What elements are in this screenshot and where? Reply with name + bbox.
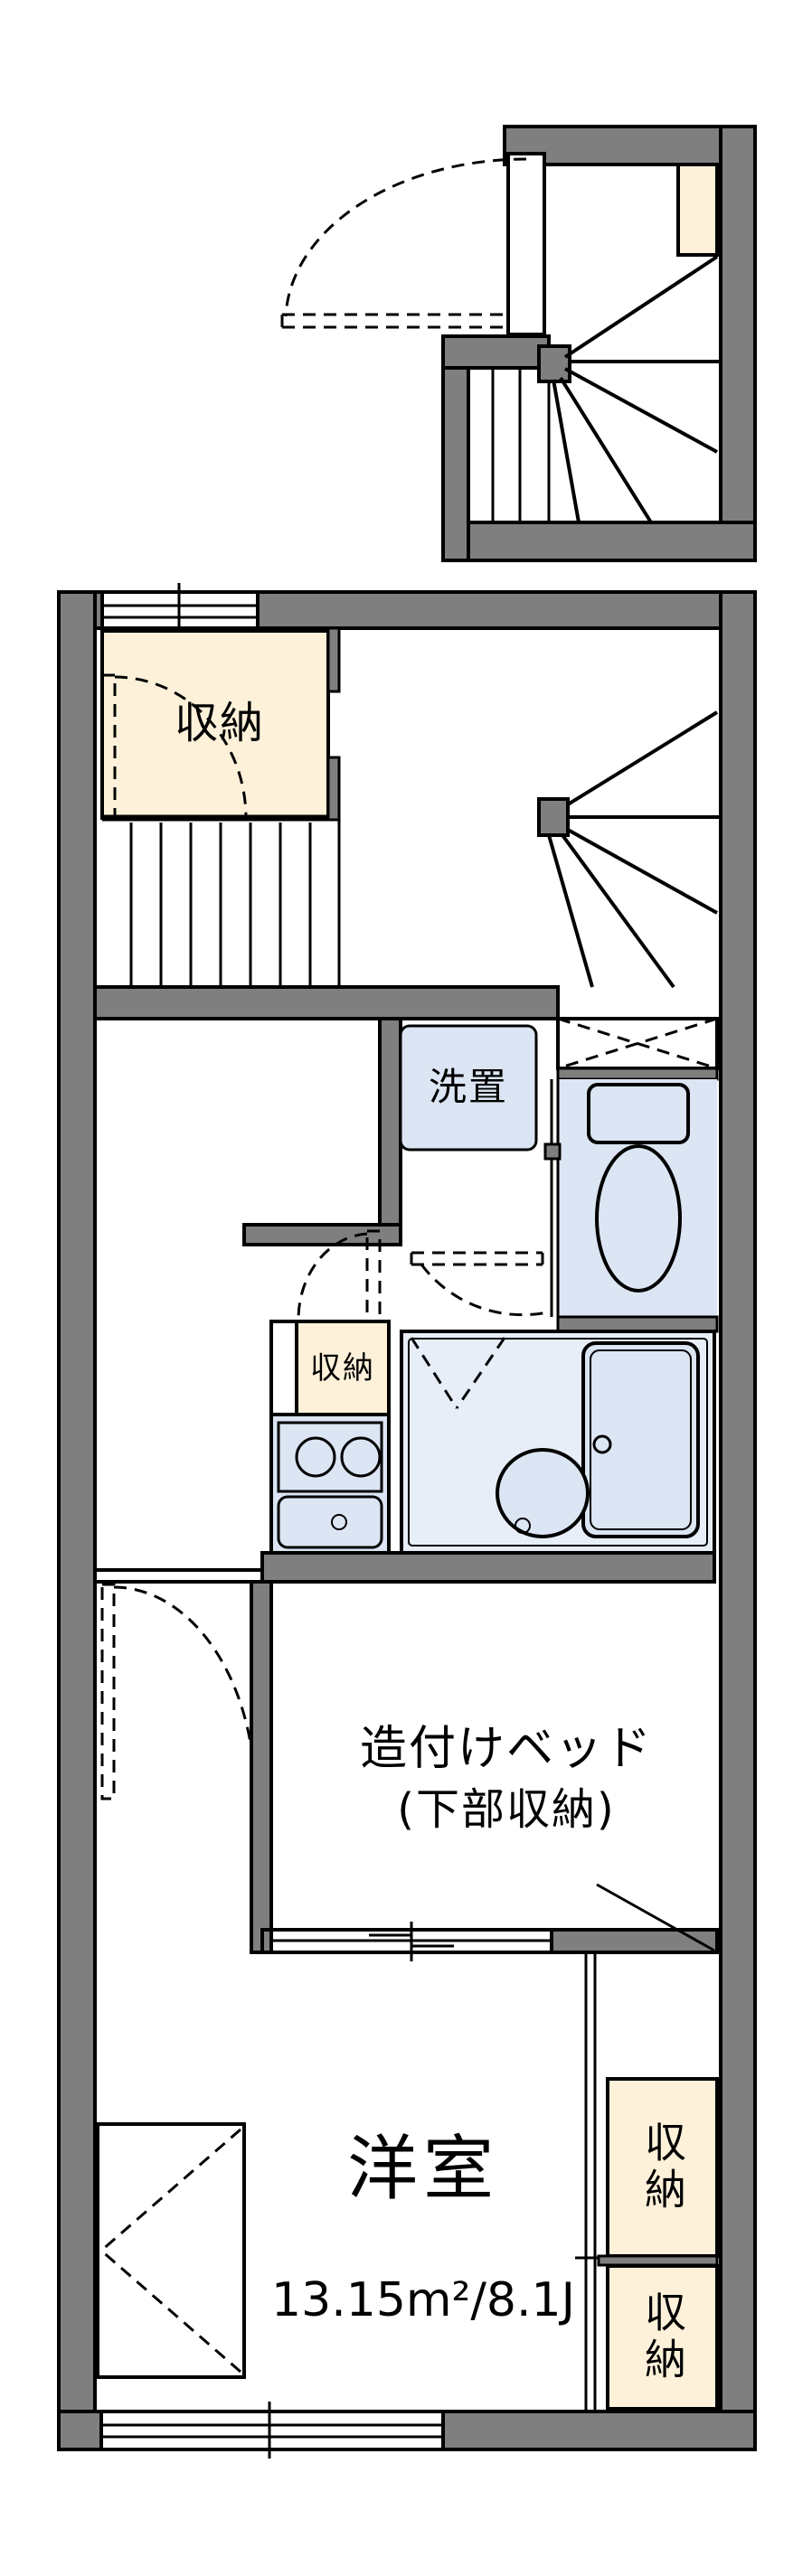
- stove-burner-right: [340, 1436, 382, 1478]
- hall-door-leaf: [410, 1251, 544, 1266]
- bathtub: [581, 1341, 700, 1538]
- bathtub-drain: [592, 1434, 612, 1454]
- washer-pan: [399, 1024, 538, 1152]
- label-entrance-storage: 収納: [174, 698, 266, 748]
- hall-closet: [269, 1229, 391, 1416]
- bath-door-fold-mark: [410, 1337, 506, 1409]
- wall-stub: [441, 334, 551, 370]
- wall-bottom-left-piece: [57, 2410, 103, 2451]
- wash-basin: [496, 1448, 590, 1538]
- label-under-bed-storage: (下部収納): [397, 1784, 616, 1835]
- side-window: [96, 2122, 246, 2379]
- nook-left-wall: [378, 1017, 402, 1246]
- closet-divider: [597, 2254, 719, 2267]
- vent-hatch-box: [556, 1017, 719, 1070]
- bedroom-door: [93, 1568, 264, 1800]
- wall-top: [503, 125, 757, 166]
- label-built-in-bed: 造付けベッド: [359, 1722, 654, 1776]
- main-staircase: [93, 710, 721, 1020]
- kitchen: [269, 1413, 391, 1555]
- bed-left-wall: [250, 1580, 273, 1954]
- entrance-shoe-storage: [676, 163, 719, 257]
- hall-closet-door-leaf: [365, 1229, 382, 1323]
- main-floor-block: [57, 583, 757, 2458]
- entrance-storage-room: [100, 626, 341, 822]
- hall-closet-door-swing-arc: [297, 1232, 368, 1321]
- wall-left: [441, 334, 470, 562]
- entrance-stair-block: [280, 125, 757, 562]
- wall-bottom-right-piece: [441, 2410, 757, 2451]
- label-closet-upper: 収納: [638, 2120, 687, 2214]
- closet-lower-box: [606, 2264, 719, 2411]
- label-room-area: 13.15m²/8.1J: [271, 2273, 575, 2327]
- entrance-door-swing-arc: [284, 157, 527, 317]
- laundry-nook: [242, 1017, 538, 1246]
- wall-right: [719, 590, 757, 2451]
- kitchen-sink: [277, 1495, 383, 1549]
- stove-burner-left: [295, 1436, 336, 1478]
- western-room: [96, 1952, 719, 2411]
- bed-bottom-wall: [550, 1928, 719, 1954]
- stair-newel-block: [537, 344, 571, 383]
- wall-right: [719, 125, 757, 562]
- storage-door-leaf: [100, 673, 117, 820]
- bedroom-door-leaf: [100, 1583, 116, 1800]
- toilet-door-hinge: [543, 1142, 562, 1161]
- storage-door-swing-arc: [114, 675, 248, 819]
- stove: [277, 1421, 383, 1493]
- sink-drain: [331, 1514, 347, 1530]
- stair-winder-treads: [547, 710, 721, 989]
- hall-door: [410, 1251, 548, 1317]
- top-window: [100, 583, 260, 640]
- label-laundry: 洗置: [428, 1065, 509, 1109]
- wall-top-right-piece: [256, 590, 757, 630]
- toilet-room: [543, 1067, 719, 1333]
- closet-front-track: [584, 1952, 597, 2411]
- toilet-tank: [587, 1083, 690, 1144]
- label-closet-lower: 収納: [638, 2290, 687, 2384]
- nook-bottom-wall: [242, 1223, 402, 1246]
- bedroom-door-swing-arc: [113, 1585, 257, 1796]
- stair-straight-treads-upper: [491, 368, 551, 522]
- bedroom-top-wall: [260, 1551, 716, 1584]
- bed-window: [269, 1922, 553, 1961]
- bottom-window: [99, 2402, 445, 2458]
- toilet-bowl: [595, 1144, 682, 1293]
- basin-drain: [515, 1518, 531, 1534]
- stair-winder-treads-upper: [552, 255, 721, 524]
- bedroom-door-frame: [93, 1568, 264, 1584]
- wall-bottom: [441, 521, 757, 562]
- bathroom: [400, 1330, 716, 1555]
- corner-diagonal: [596, 1883, 715, 1952]
- label-hall-storage: 収納: [310, 1350, 375, 1387]
- hall-door-swing-arc: [420, 1264, 548, 1317]
- stair-straight-treads: [129, 818, 341, 987]
- label-room-name: 洋室: [346, 2129, 500, 2210]
- stair-bottom-wall: [93, 985, 560, 1020]
- built-in-bed-room: [250, 1580, 719, 1961]
- entrance-door-frame-dashed: [280, 313, 505, 329]
- stair-newel-block: [537, 797, 570, 837]
- entrance-door-leaf: [506, 152, 546, 336]
- wall-left: [57, 590, 97, 2451]
